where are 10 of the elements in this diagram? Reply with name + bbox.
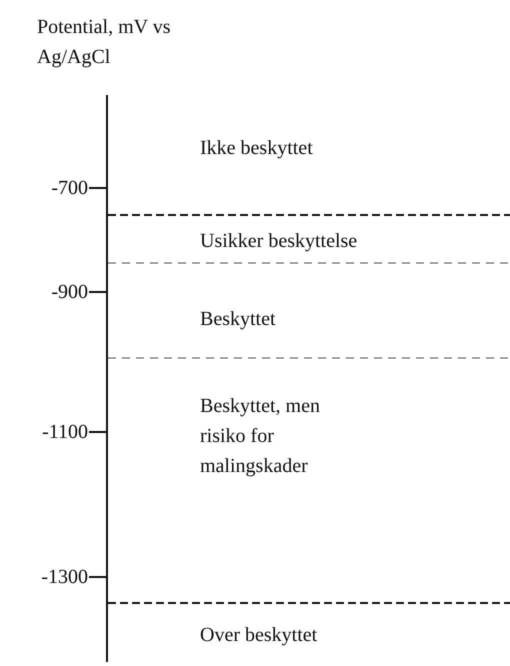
zone-label: Beskyttet xyxy=(200,307,276,332)
tick-label: -900 xyxy=(50,280,88,305)
tick-label: -1300 xyxy=(40,565,88,590)
zone-label: Usikker beskyttelse xyxy=(200,229,358,254)
zone-label: Ikke beskyttet xyxy=(200,136,313,161)
tick-label: -700 xyxy=(50,176,88,201)
zone-label: Over beskyttet xyxy=(200,623,318,648)
tick-label: -1100 xyxy=(41,420,88,445)
axis-title: Potential, mV vs Ag/AgCl xyxy=(37,15,172,70)
zone-label: Beskyttet, men risiko for malingskader xyxy=(200,394,321,479)
